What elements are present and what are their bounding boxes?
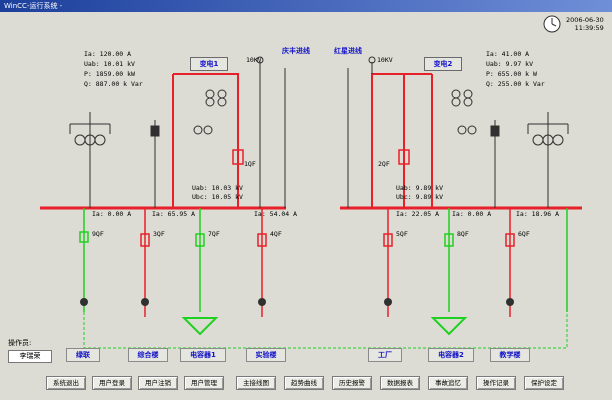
feeder-4qf-label: 4QF: [270, 230, 282, 238]
right-substation-label[interactable]: 变电2: [424, 57, 462, 71]
nav-trend-button[interactable]: 趋势曲线: [284, 376, 324, 390]
green-tie-line: [83, 312, 568, 349]
window-title-bar: WinCC-运行系统 -: [0, 0, 612, 12]
feeder-3qf: [140, 208, 150, 317]
clock-date: 2006-06-30: [566, 16, 604, 24]
feeder-9qf-label: 9QF: [92, 230, 104, 238]
left-incoming-voltage: 10KV: [246, 56, 262, 64]
breaker-5qf[interactable]: [383, 233, 393, 247]
operator-name: 李瑞荣: [8, 350, 52, 363]
left-bus-ubc: Ubc: 10.05 kV: [192, 193, 243, 201]
nav-login-button[interactable]: 用户登录: [92, 376, 132, 390]
feeder-6qf: [505, 208, 515, 317]
feeder-8qf: [430, 208, 468, 336]
right-meter-0: Ia: 41.00 A: [486, 50, 530, 58]
breaker-4qf[interactable]: [257, 233, 267, 247]
feeder-6qf-label: 6QF: [518, 230, 530, 238]
single-line-diagram: [40, 15, 582, 349]
right-meter-3: Q: 255.00 k Var: [486, 80, 545, 88]
clock-time: 11:39:59: [574, 24, 604, 32]
feeder-label-7qf[interactable]: 电容器1: [180, 348, 226, 362]
feeder-label-5qf[interactable]: 工厂: [368, 348, 402, 362]
feeder-8qf-current: Ia: 0.00 A: [452, 210, 492, 218]
capacitor-bank-1-icon: [181, 317, 219, 336]
breaker-7qf[interactable]: [195, 233, 205, 247]
left-breaker-label: 1QF: [244, 160, 256, 168]
left-breaker-1qf[interactable]: [232, 149, 244, 165]
left-meter-0: Ia: 120.00 A: [84, 50, 131, 58]
feeder-label-4qf[interactable]: 实验楼: [246, 348, 286, 362]
left-line-title: 庆丰进线: [282, 47, 310, 55]
feeder-5qf-label: 5QF: [396, 230, 408, 238]
nav-user-admin-button[interactable]: 用户管理: [184, 376, 224, 390]
feeder-3qf-label: 3QF: [153, 230, 165, 238]
feeder-9qf-current: Ia: 0.00 A: [92, 210, 132, 218]
nav-protection-button[interactable]: 保护设定: [524, 376, 564, 390]
left-meter-2: P: 1859.00 kW: [84, 70, 135, 78]
feeder-4qf: [257, 208, 267, 317]
left-meter-1: Uab: 10.01 kV: [84, 60, 135, 68]
clock-icon: [543, 15, 561, 33]
nav-alarm-history-button[interactable]: 历史报警: [332, 376, 372, 390]
breaker-3qf[interactable]: [140, 233, 150, 247]
right-line-title: 红星进线: [334, 47, 362, 55]
left-10kv-source-icon: [256, 56, 264, 64]
feeder-4qf-current: Ia: 54.04 A: [254, 210, 298, 218]
left-bus-uab: Uab: 10.03 kV: [192, 184, 243, 192]
left-loop-line: [173, 73, 239, 208]
right-meter-1: Uab: 9.97 kV: [486, 60, 533, 68]
right-incoming-voltage: 10KV: [377, 56, 393, 64]
nav-main-diagram-button[interactable]: 主接线图: [236, 376, 276, 390]
feeder-label-8qf[interactable]: 电容器2: [428, 348, 474, 362]
feeder-3qf-current: Ia: 65.95 A: [152, 210, 196, 218]
breaker-6qf[interactable]: [505, 233, 515, 247]
right-bus-uab: Uab: 9.89 kV: [396, 184, 443, 192]
nav-report-button[interactable]: 数据报表: [380, 376, 420, 390]
capacitor-bank-2-icon: [430, 317, 468, 336]
right-transformer-group: [451, 89, 569, 208]
feeder-label-6qf[interactable]: 教学楼: [490, 348, 530, 362]
feeder-5qf: [383, 208, 393, 317]
left-substation-label[interactable]: 变电1: [190, 57, 228, 71]
nav-exit-button[interactable]: 系统退出: [46, 376, 86, 390]
window-title: WinCC-运行系统 -: [4, 2, 63, 10]
main-canvas: 2006-06-30 11:39:59 Ia: 120.00 A Uab: 10…: [0, 12, 612, 400]
feeder-7qf: [181, 208, 219, 336]
feeder-6qf-current: Ia: 18.96 A: [516, 210, 560, 218]
right-meter-2: P: 655.00 k W: [486, 70, 537, 78]
feeder-5qf-current: Ia: 22.05 A: [396, 210, 440, 218]
right-bus-ubc: Ubc: 9.89 kV: [396, 193, 443, 201]
operator-label: 操作员:: [8, 339, 32, 347]
nav-op-log-button[interactable]: 操作记录: [476, 376, 516, 390]
left-transformer-group: [69, 89, 227, 208]
feeder-7qf-label: 7QF: [208, 230, 220, 238]
breaker-8qf[interactable]: [444, 233, 454, 247]
breaker-9qf[interactable]: [79, 231, 89, 243]
right-breaker-label: 2QF: [378, 160, 390, 168]
nav-fault-recall-button[interactable]: 事故追忆: [428, 376, 468, 390]
clock-readout: 2006-06-30 11:39:59: [566, 16, 604, 32]
left-meter-3: Q: 887.00 k Var: [84, 80, 143, 88]
nav-logout-button[interactable]: 用户注销: [138, 376, 178, 390]
feeder-label-3qf[interactable]: 综合楼: [128, 348, 168, 362]
feeder-9qf: [79, 208, 89, 312]
feeder-8qf-label: 8QF: [457, 230, 469, 238]
feeder-label-9qf[interactable]: 绿联: [66, 348, 100, 362]
right-10kv-source-icon: [368, 56, 376, 64]
